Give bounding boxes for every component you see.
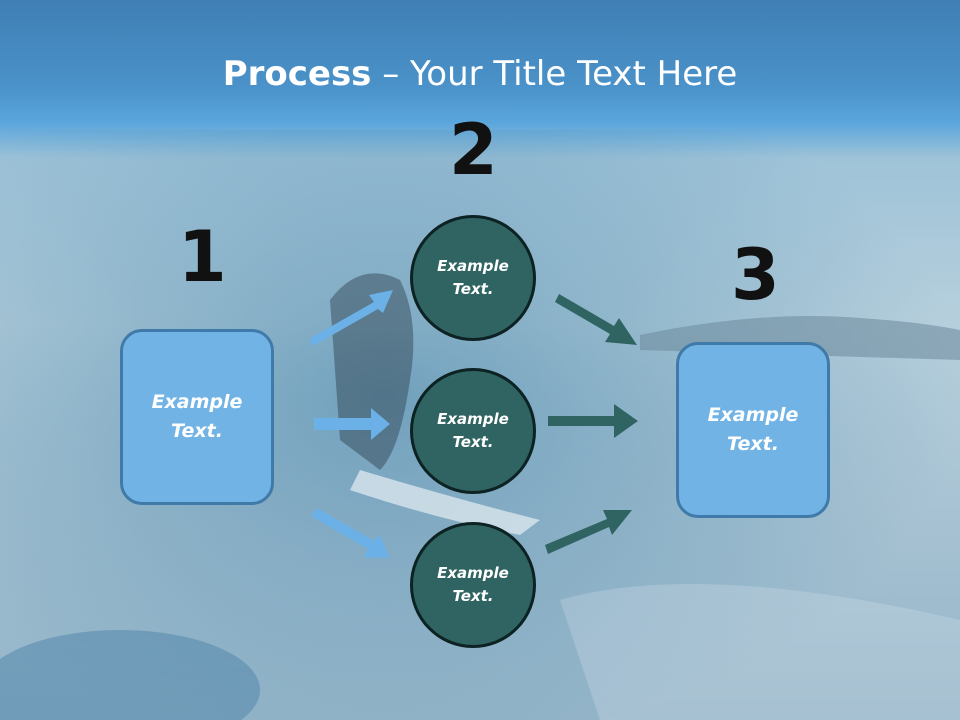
dark-arrows [545, 294, 638, 554]
title-rest: – Your Title Text Here [371, 54, 738, 94]
step-2-label-3: Example Text. [437, 564, 509, 605]
arrow-2-to-3-top [555, 294, 637, 345]
step-2-circle-2: Example Text. [410, 368, 536, 494]
title-bold: Process [222, 54, 372, 94]
step-2-label-2: Example Text. [437, 410, 509, 451]
arrow-1-to-2-middle [314, 408, 390, 440]
step-3-box: Example Text. [676, 342, 830, 518]
step-2-label-1: Example Text. [437, 257, 509, 298]
step-2-circle-3: Example Text. [410, 522, 536, 648]
light-arrows [309, 290, 393, 558]
arrow-1-to-2-bottom [311, 508, 390, 558]
step-2-circle-1: Example Text. [410, 215, 536, 341]
step-number-3: 3 [731, 234, 780, 316]
step-3-label: Example Text. [707, 404, 799, 455]
step-1-label: Example Text. [151, 391, 243, 442]
arrow-1-to-2-top [309, 290, 393, 346]
step-number-2: 2 [449, 109, 498, 191]
step-number-1: 1 [178, 216, 227, 298]
slide-title: Process – Your Title Text Here [0, 54, 960, 94]
arrow-2-to-3-bottom [545, 510, 632, 554]
arrow-2-to-3-middle [548, 404, 638, 438]
step-1-box: Example Text. [120, 329, 274, 505]
